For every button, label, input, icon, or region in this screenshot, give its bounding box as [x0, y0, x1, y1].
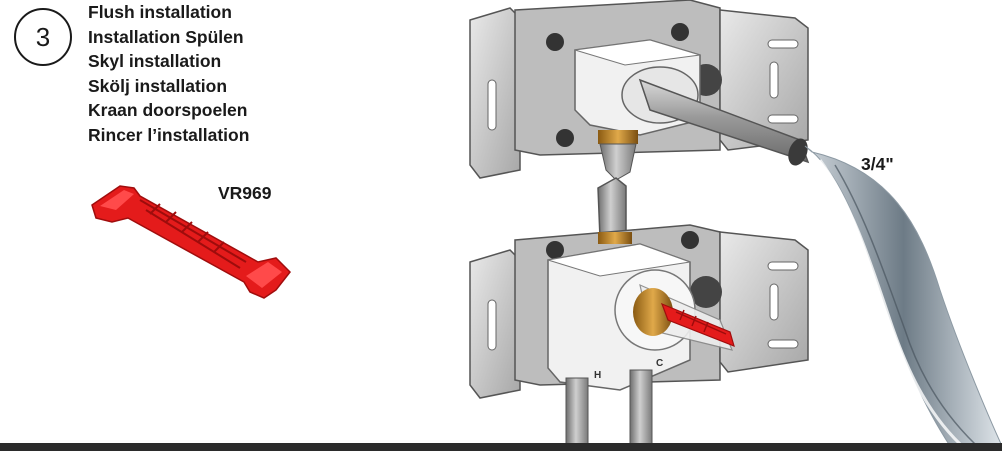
flush-tool-icon — [91, 185, 291, 299]
hot-mark: H — [594, 370, 601, 381]
bottom-divider — [0, 443, 1002, 451]
tool-code-label: VR969 — [218, 183, 272, 203]
valve-cartridge-with-tool — [614, 269, 735, 351]
title-de: Installation Spülen — [88, 26, 244, 47]
cold-mark: C — [656, 358, 663, 369]
outlet-pipe — [621, 66, 810, 166]
title-sv: Skölj installation — [88, 75, 228, 96]
pipe-size-label: 3/4" — [861, 154, 894, 174]
connector-pipe — [597, 177, 627, 239]
title-da: Skyl installation — [88, 51, 222, 71]
water-stream — [804, 145, 1002, 447]
step-number: 3 — [35, 21, 51, 52]
title-en: Flush installation — [88, 2, 232, 22]
instruction-titles: Flush installation Installation Spülen S… — [88, 0, 249, 147]
title-nl: Kraan doorspoelen — [88, 100, 248, 120]
step-number-badge: 3 — [14, 8, 72, 66]
title-fr: Rincer l’installation — [88, 124, 250, 145]
